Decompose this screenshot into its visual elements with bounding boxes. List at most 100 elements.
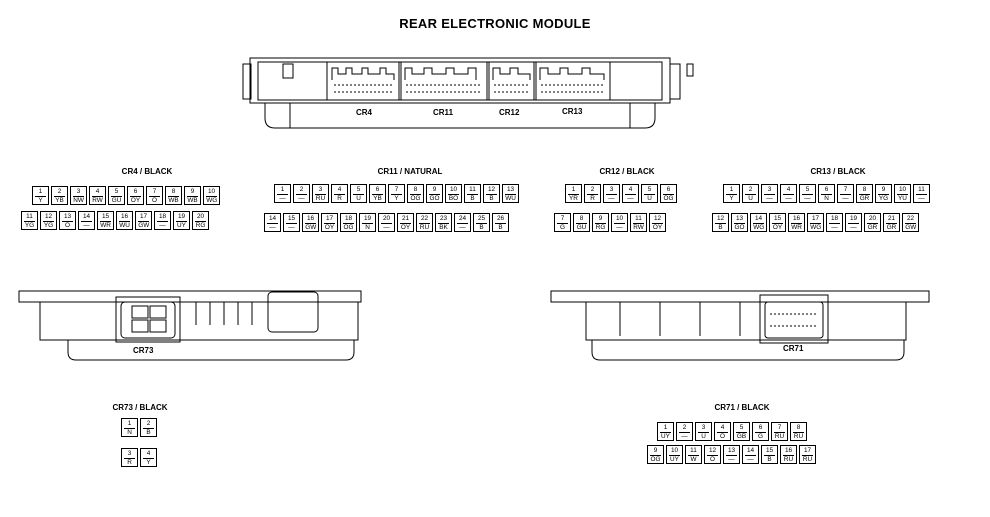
pin-number: 5: [114, 188, 119, 195]
pin-number: 23: [439, 215, 448, 222]
pin-number: 16: [120, 213, 129, 220]
pin-wire-color: G: [557, 223, 568, 232]
pin-wire-color: —: [606, 194, 617, 203]
pin-number: 13: [735, 215, 744, 222]
pin-number: 14: [268, 215, 277, 222]
pin-wire-color: OY: [324, 223, 335, 231]
pin-number: 9: [432, 186, 437, 193]
pin-wire-color: OY: [130, 196, 141, 204]
cr13-pin: 11—: [913, 184, 930, 203]
pin-number: 4: [628, 186, 633, 193]
pin-wire-color: —: [679, 432, 690, 441]
pin-number: 17: [803, 447, 812, 454]
pin-number: 14: [746, 447, 755, 454]
pin-wire-color: —: [296, 194, 307, 203]
cr13-pin: 7—: [837, 184, 854, 203]
pin-wire-color: YG: [878, 194, 889, 202]
pin-wire-color: GW: [905, 223, 917, 231]
pin-wire-color: —: [614, 223, 625, 232]
pin-number: 13: [63, 213, 72, 220]
cr71-header: CR71 / BLACK: [714, 403, 770, 412]
pin-wire-color: UY: [669, 455, 680, 463]
pin-number: 12: [716, 215, 725, 222]
pin-wire-color: OG: [663, 194, 674, 202]
pin-number: 14: [82, 213, 91, 220]
pin-wire-color: —: [764, 194, 775, 203]
pin-number: 5: [805, 186, 810, 193]
pin-number: 5: [647, 186, 652, 193]
pin-wire-color: UY: [660, 432, 671, 440]
pin-wire-color: W: [688, 455, 699, 464]
pin-wire-color: GU: [576, 223, 587, 231]
pin-wire-color: O: [149, 196, 160, 205]
pin-number: 3: [76, 188, 81, 195]
pin-number: 1: [127, 420, 132, 427]
cr13-pin: 18—: [826, 213, 843, 232]
pin-number: 15: [287, 215, 296, 222]
pin-number: 5: [356, 186, 361, 193]
pin-number: 8: [579, 215, 584, 222]
pin-wire-color: Y: [726, 194, 737, 203]
pin-wire-color: Y: [35, 196, 46, 205]
cr12-module-label: CR12: [499, 108, 520, 117]
pin-number: 7: [152, 188, 157, 195]
pin-number: 1: [663, 424, 668, 431]
pin-wire-color: —: [802, 194, 813, 203]
pin-number: 13: [727, 447, 736, 454]
pin-number: 18: [158, 213, 167, 220]
pin-wire-color: G: [755, 432, 766, 441]
pin-wire-color: NW: [73, 196, 84, 204]
pin-number: 12: [487, 186, 496, 193]
pin-wire-color: B: [715, 223, 726, 232]
pin-wire-color: RG: [195, 221, 206, 229]
pin-wire-color: Y: [391, 194, 402, 203]
pin-number: 2: [682, 424, 687, 431]
cr12-pin: 3—: [603, 184, 620, 203]
pin-number: 8: [171, 188, 176, 195]
pin-wire-color: Y: [143, 458, 154, 467]
cr11-pin: 2—: [293, 184, 310, 203]
pin-number: 10: [615, 215, 624, 222]
pin-number: 11: [918, 186, 925, 193]
pin-wire-color: B: [764, 455, 775, 464]
pin-number: 9: [653, 447, 658, 454]
pin-number: 25: [477, 215, 486, 222]
pin-number: 4: [720, 424, 725, 431]
pin-number: 15: [765, 447, 774, 454]
pin-number: 1: [729, 186, 734, 193]
pin-wire-color: —: [829, 223, 840, 232]
cr11-module-label: CR11: [433, 108, 454, 117]
cr71-module-label: CR71: [783, 344, 804, 353]
pin-number: 20: [382, 215, 391, 222]
pin-number: 7: [843, 186, 848, 193]
pin-wire-color: WG: [753, 223, 765, 231]
pin-number: 1: [280, 186, 285, 193]
